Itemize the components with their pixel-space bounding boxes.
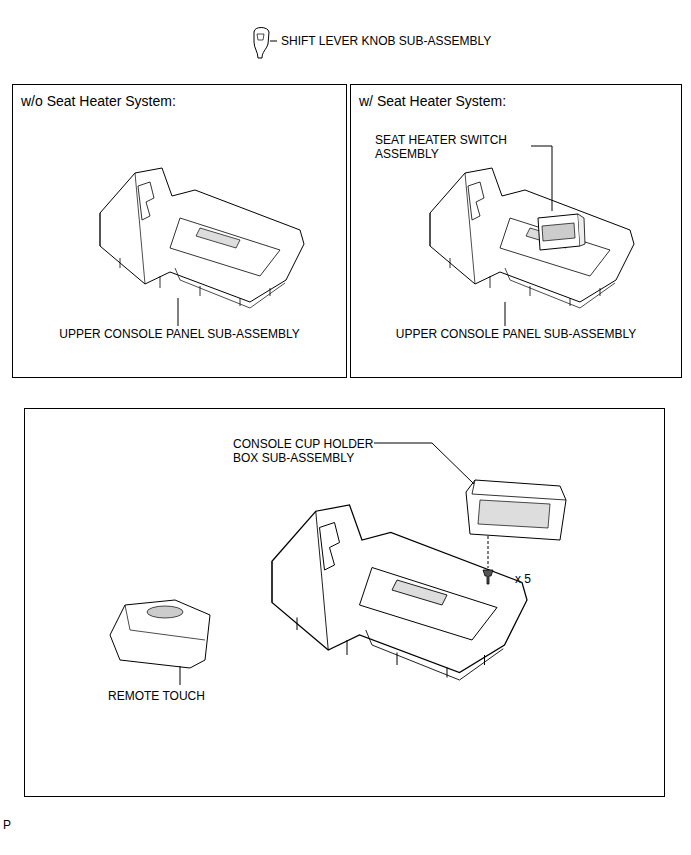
- part-name: SEAT HEATER SWITCH ASSEMBLY: [375, 133, 525, 161]
- part-label: SHIFT LEVER KNOB SUB-ASSEMBLY: [281, 34, 491, 48]
- leader-line: [374, 443, 474, 484]
- upper-console-panel: [100, 168, 304, 308]
- seat-heater-switch: [538, 214, 585, 250]
- shift-knob-icon: [254, 28, 277, 59]
- cup-holder-box: [466, 480, 566, 584]
- part-name: REMOTE TOUCH: [108, 689, 205, 703]
- panel-box: CONSOLE CUP HOLDER BOX SUB-ASSEMBLY x 5 RE…: [24, 408, 665, 797]
- leader-line: [505, 302, 506, 326]
- panel-box: w/o Seat Heater System: UPPER CONSOLE PAN…: [12, 84, 347, 378]
- part-label: P: [3, 818, 11, 832]
- leader-line: [531, 146, 552, 211]
- upper-console-panel: [430, 168, 634, 308]
- panel-box: w/ Seat Heater System: SEAT HEATER SWITCH…: [350, 84, 682, 378]
- leader-line: [180, 666, 181, 685]
- part-name: UPPER CONSOLE PANEL SUB-ASSEMBLY: [13, 327, 346, 341]
- remote-touch: [110, 600, 210, 668]
- leader-line: [178, 298, 179, 326]
- part-name: CONSOLE CUP HOLDER BOX SUB-ASSEMBLY: [233, 437, 383, 465]
- panel-heading: w/ Seat Heater System:: [359, 93, 506, 109]
- panel-heading: w/o Seat Heater System:: [21, 93, 176, 109]
- part-name: x 5: [515, 572, 531, 586]
- part-name: UPPER CONSOLE PANEL SUB-ASSEMBLY: [351, 327, 681, 341]
